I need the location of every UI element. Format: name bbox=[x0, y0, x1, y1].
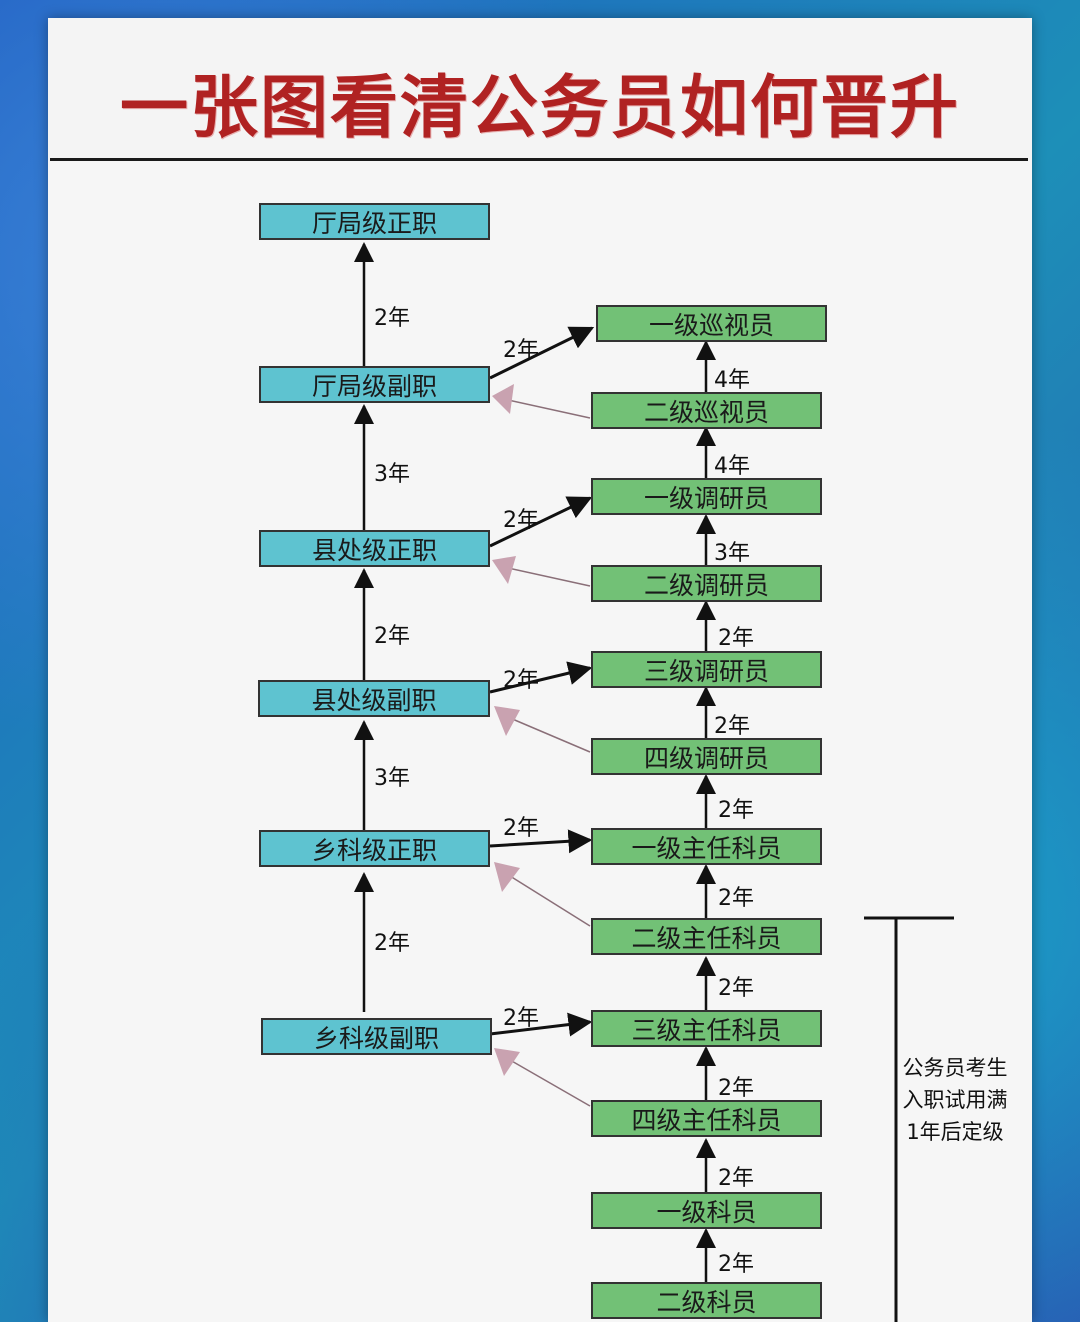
box-ting-fu: 厅局级副职 bbox=[259, 366, 490, 403]
duration-label: 4年 bbox=[714, 454, 750, 479]
arrow-xianzheng-to-tiaoyan1 bbox=[489, 496, 593, 548]
back-arrow-tiaoyan2-to-xianzheng bbox=[492, 556, 591, 587]
paper-background bbox=[48, 18, 1032, 1322]
duration-label: 2年 bbox=[718, 1166, 754, 1191]
box-xian-zheng: 县处级正职 bbox=[259, 530, 490, 567]
box-zhuren-3: 三级主任科员 bbox=[591, 1010, 822, 1047]
duration-label: 3年 bbox=[374, 766, 410, 791]
duration-label: 2年 bbox=[503, 338, 539, 363]
back-arrow-zhuren4-to-xiangfu bbox=[494, 1048, 591, 1107]
duration-label: 2年 bbox=[503, 816, 539, 841]
box-xiang-zheng: 乡科级正职 bbox=[259, 830, 490, 867]
back-arrow-xunshi2-to-tingfu bbox=[492, 384, 591, 419]
duration-label: 2年 bbox=[374, 306, 410, 331]
box-tiaoyan-1: 一级调研员 bbox=[591, 478, 822, 515]
box-ting-zheng: 厅局级正职 bbox=[259, 203, 490, 240]
duration-label: 2年 bbox=[718, 976, 754, 1001]
box-xiang-fu: 乡科级副职 bbox=[261, 1018, 492, 1055]
box-keyuan-2: 二级科员 bbox=[591, 1282, 822, 1319]
duration-label: 2年 bbox=[374, 931, 410, 956]
duration-label: 2年 bbox=[374, 624, 410, 649]
probation-note: 公务员考生 入职试用满 1年后定级 bbox=[892, 1052, 1018, 1148]
duration-label: 2年 bbox=[503, 508, 539, 533]
box-zhuren-1: 一级主任科员 bbox=[591, 828, 822, 865]
page-title: 一张图看清公务员如何晋升 bbox=[119, 69, 960, 148]
box-xunshi-1: 一级巡视员 bbox=[596, 305, 827, 342]
duration-label: 3年 bbox=[714, 541, 750, 566]
title-divider bbox=[50, 158, 1028, 161]
note-line: 公务员考生 bbox=[902, 1056, 1008, 1080]
duration-label: 3年 bbox=[374, 462, 410, 487]
box-zhuren-2: 二级主任科员 bbox=[591, 918, 822, 955]
arrow-xiangfu-to-zhuren3 bbox=[489, 1012, 593, 1037]
duration-label: 2年 bbox=[718, 626, 754, 651]
duration-label: 2年 bbox=[718, 886, 754, 911]
box-zhuren-4: 四级主任科员 bbox=[591, 1100, 822, 1137]
duration-label: 2年 bbox=[714, 714, 750, 739]
duration-label: 2年 bbox=[718, 1076, 754, 1101]
arrow-xiangzheng-to-zhuren1 bbox=[489, 829, 593, 854]
box-tiaoyan-4: 四级调研员 bbox=[591, 738, 822, 775]
box-xian-fu: 县处级副职 bbox=[258, 680, 490, 717]
back-arrow-zhuren2-to-xiangzheng bbox=[494, 862, 591, 927]
duration-label: 2年 bbox=[503, 1006, 539, 1031]
duration-label: 2年 bbox=[503, 668, 539, 693]
arrow-xianfu-to-tiaoyan3 bbox=[489, 661, 593, 694]
back-arrow-tiaoyan4-to-xianfu bbox=[494, 706, 591, 753]
duration-label: 4年 bbox=[714, 368, 750, 393]
box-tiaoyan-2: 二级调研员 bbox=[591, 565, 822, 602]
box-keyuan-1: 一级科员 bbox=[591, 1192, 822, 1229]
duration-label: 2年 bbox=[718, 1252, 754, 1277]
box-xunshi-2: 二级巡视员 bbox=[591, 392, 822, 429]
duration-label: 2年 bbox=[718, 798, 754, 823]
note-line: 1年后定级 bbox=[906, 1120, 1004, 1144]
arrow-tingfu-to-xunshi1 bbox=[489, 326, 595, 380]
title-band bbox=[48, 18, 1032, 160]
note-line: 入职试用满 bbox=[902, 1088, 1008, 1112]
box-tiaoyan-3: 三级调研员 bbox=[591, 651, 822, 688]
